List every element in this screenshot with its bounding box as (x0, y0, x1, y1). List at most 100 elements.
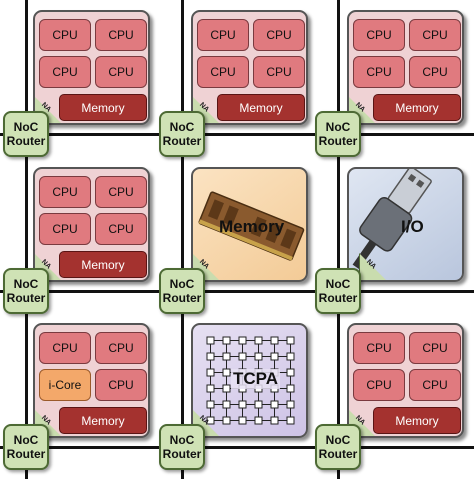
processing-element (286, 336, 295, 345)
processing-element (254, 416, 263, 425)
router-label-line2: Router (318, 134, 358, 148)
processing-element (254, 336, 263, 345)
processing-element (222, 336, 231, 345)
cpu-box: CPU (409, 19, 461, 51)
cpu-box: CPU (95, 176, 147, 208)
io-tile-label: I/O (401, 217, 424, 236)
compute-tile-r1c2: CPU CPU CPU CPU Memory NA (191, 10, 308, 125)
processing-element (270, 336, 279, 345)
cpu-box: CPU (253, 56, 305, 88)
processing-element (238, 400, 247, 409)
processing-element (222, 400, 231, 409)
cpu-box: CPU (409, 56, 461, 88)
processing-element (222, 352, 231, 361)
grid-line-v3 (337, 0, 340, 479)
grid-line-v1 (25, 0, 28, 479)
memory-bar: Memory (59, 94, 147, 121)
processing-element (270, 400, 279, 409)
icore-box: i-Core (39, 369, 91, 401)
cpu-box: CPU (39, 19, 91, 51)
memory-tile: Memory NA (191, 167, 308, 282)
processing-element (222, 416, 231, 425)
cpu-box: CPU (253, 19, 305, 51)
router-label-line1: NoC (325, 433, 351, 447)
compute-tile-r2c1: CPU CPU CPU CPU Memory NA (33, 167, 150, 282)
router-label-line1: NoC (169, 433, 195, 447)
router-label-line1: NoC (325, 120, 351, 134)
processing-element (238, 352, 247, 361)
processing-element (238, 336, 247, 345)
processing-element (206, 368, 215, 377)
grid-line-h3 (0, 446, 474, 449)
processing-element (286, 400, 295, 409)
compute-tile-r3c1: CPU CPU i-Core CPU Memory NA (33, 323, 150, 438)
processing-element (286, 368, 295, 377)
processing-element (238, 416, 247, 425)
router-label-line2: Router (6, 134, 46, 148)
router-label-line2: Router (6, 291, 46, 305)
cpu-box: CPU (197, 56, 249, 88)
router-label-line1: NoC (325, 277, 351, 291)
router-label-line2: Router (6, 447, 46, 461)
router-label-line1: NoC (13, 433, 39, 447)
router-label-line2: Router (162, 291, 202, 305)
grid-line-h2 (0, 290, 474, 293)
processing-element (222, 368, 231, 377)
processing-element (206, 352, 215, 361)
usb-plug-icon (352, 169, 432, 270)
cpu-box: CPU (353, 56, 405, 88)
processing-element (206, 416, 215, 425)
memory-bar: Memory (59, 251, 147, 278)
cpu-box: CPU (95, 56, 147, 88)
cpu-box: CPU (39, 56, 91, 88)
processing-element (270, 352, 279, 361)
memory-module-icon (198, 191, 305, 261)
processing-element (206, 384, 215, 393)
processing-element (254, 352, 263, 361)
tcpa-tile-label: TCPA (231, 369, 281, 389)
router-label-line1: NoC (169, 277, 195, 291)
cpu-box: CPU (95, 332, 147, 364)
tcpa-tile: TCPA NA (191, 323, 308, 438)
processing-element (254, 400, 263, 409)
memory-bar: Memory (59, 407, 147, 434)
io-tile: I/O NA (347, 167, 464, 282)
router-label-line2: Router (318, 447, 358, 461)
memory-tile-label: Memory (219, 217, 285, 236)
cpu-box: CPU (197, 19, 249, 51)
cpu-box: CPU (95, 369, 147, 401)
compute-tile-r1c3: CPU CPU CPU CPU Memory NA (347, 10, 464, 125)
processing-element (286, 352, 295, 361)
router-label-line1: NoC (13, 120, 39, 134)
processing-element (270, 416, 279, 425)
processing-element (206, 336, 215, 345)
cpu-box: CPU (353, 369, 405, 401)
processing-element (286, 384, 295, 393)
cpu-box: CPU (95, 213, 147, 245)
processing-element (286, 416, 295, 425)
grid-line-v2 (181, 0, 184, 479)
processing-element (206, 400, 215, 409)
grid-line-h1 (0, 133, 474, 136)
compute-tile-r1c1: CPU CPU CPU CPU Memory NA (33, 10, 150, 125)
memory-bar: Memory (217, 94, 305, 121)
cpu-box: CPU (39, 332, 91, 364)
memory-bar: Memory (373, 94, 461, 121)
processing-element (222, 384, 231, 393)
compute-tile-r3c3: CPU CPU CPU CPU Memory NA (347, 323, 464, 438)
router-label-line2: Router (162, 447, 202, 461)
cpu-box: CPU (409, 332, 461, 364)
cpu-box: CPU (409, 369, 461, 401)
router-label-line2: Router (162, 134, 202, 148)
cpu-box: CPU (39, 176, 91, 208)
